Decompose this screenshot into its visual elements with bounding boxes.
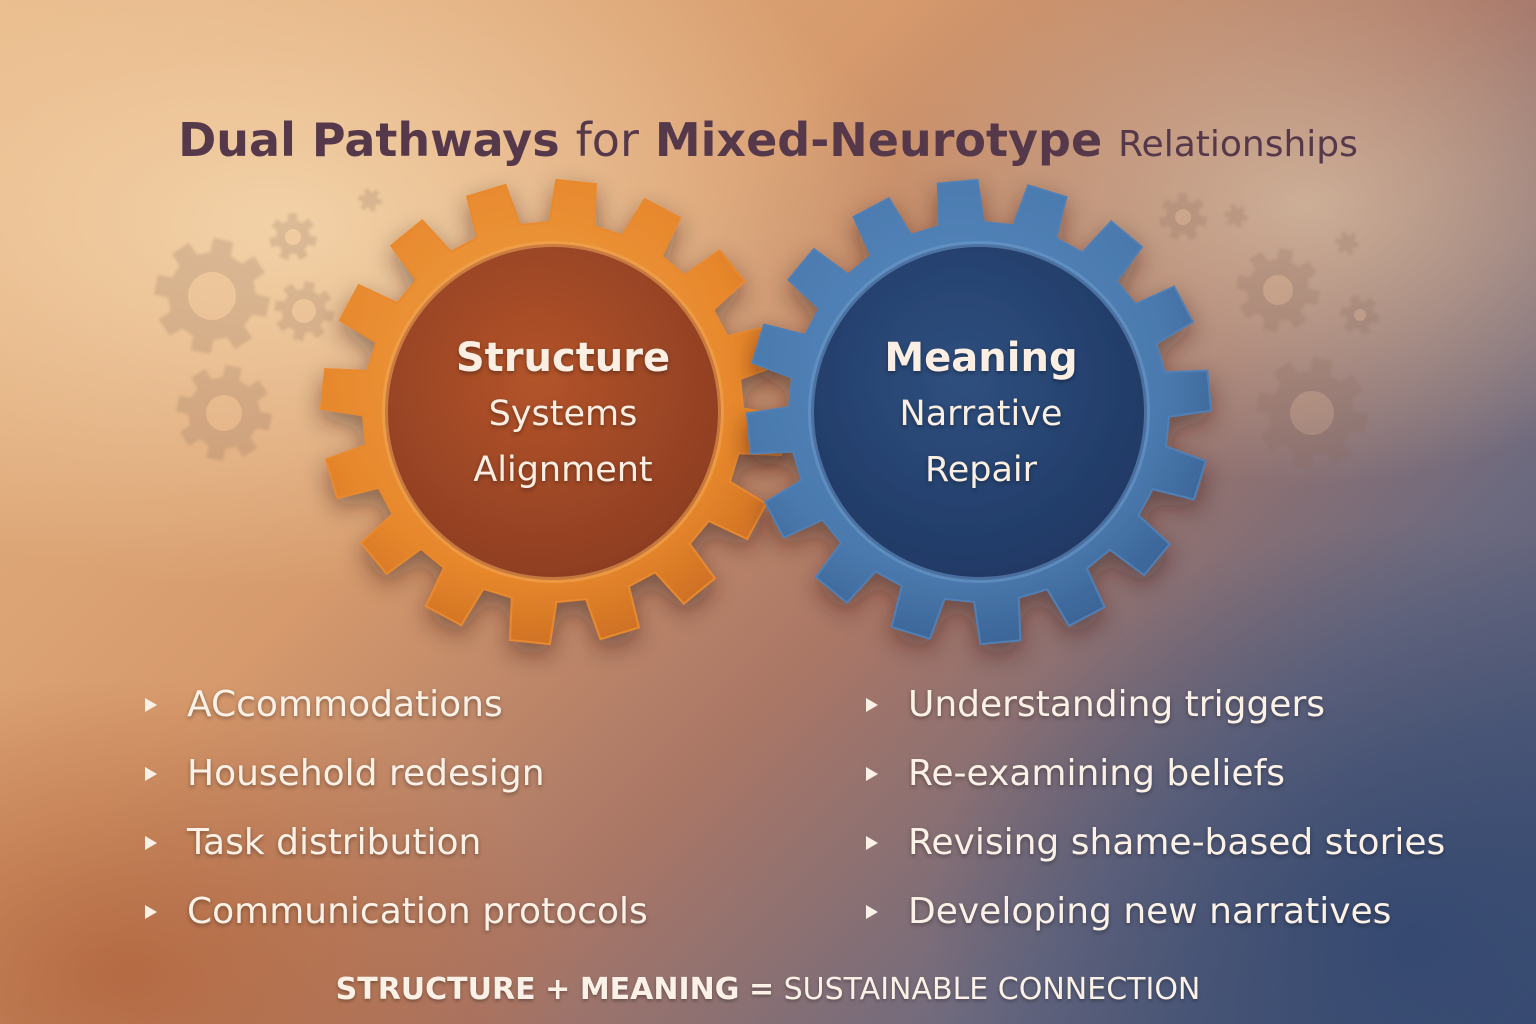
- structure-item: ACcommodations: [187, 684, 503, 725]
- structure-item: Communication protocols: [187, 891, 648, 932]
- bullet-icon: [145, 836, 157, 850]
- background-gear-icon: [358, 188, 382, 212]
- background-gear-icon: [1236, 248, 1320, 332]
- structure-line-1: Systems: [488, 394, 638, 434]
- list-item: Understanding triggers: [866, 670, 1445, 739]
- bullet-icon: [866, 905, 878, 919]
- meaning-list: Understanding triggers Re-examining beli…: [866, 670, 1445, 946]
- meaning-item: Re-examining beliefs: [908, 753, 1285, 794]
- list-item: Task distribution: [145, 808, 648, 877]
- structure-heading: Structure: [455, 335, 671, 381]
- background-gear-icon: [1159, 193, 1207, 241]
- background-gear-icon: [154, 238, 270, 354]
- background-gear-icons: [154, 188, 1380, 469]
- background-gear-icon: [1256, 357, 1368, 469]
- footer-equation: STRUCTURE + MEANING = SUSTAINABLE CONNEC…: [0, 972, 1536, 1007]
- list-item: Household redesign: [145, 739, 648, 808]
- meaning-item: Revising shame-based stories: [908, 822, 1446, 863]
- footer-equals: =: [748, 972, 775, 1007]
- meaning-line-2: Repair: [924, 450, 1038, 490]
- background-gear-icon: [176, 365, 272, 461]
- bullet-icon: [866, 836, 878, 850]
- meaning-item: Understanding triggers: [908, 684, 1326, 725]
- meaning-line-1: Narrative: [899, 394, 1063, 434]
- bullet-icon: [145, 905, 157, 919]
- title-part-3: Mixed-Neurotype: [654, 112, 1103, 167]
- title-part-2: for: [575, 112, 639, 167]
- list-item: Revising shame-based stories: [866, 808, 1445, 877]
- bullet-icon: [866, 767, 878, 781]
- bullet-icon: [145, 767, 157, 781]
- background-gear-icon: [1340, 295, 1380, 335]
- background-gear-icon: [269, 213, 317, 261]
- structure-line-2: Alignment: [473, 450, 653, 490]
- list-item: ACcommodations: [145, 670, 648, 739]
- footer-plus: +: [545, 972, 571, 1007]
- structure-gear-icon: [319, 178, 787, 646]
- page-title: Dual Pathways for Mixed-Neurotype Relati…: [0, 113, 1536, 167]
- structure-item: Task distribution: [187, 822, 482, 863]
- meaning-gear-label: Meaning Narrative Repair: [831, 330, 1131, 498]
- bullet-icon: [866, 698, 878, 712]
- meaning-item: Developing new narratives: [908, 891, 1392, 932]
- list-item: Communication protocols: [145, 877, 648, 946]
- list-item: Re-examining beliefs: [866, 739, 1445, 808]
- structure-list: ACcommodations Household redesign Task d…: [145, 670, 648, 946]
- meaning-gear-icon: [745, 178, 1213, 646]
- title-part-4: Relationships: [1118, 123, 1358, 165]
- footer-structure: STRUCTURE: [335, 972, 536, 1007]
- list-item: Developing new narratives: [866, 877, 1445, 946]
- meaning-heading: Meaning: [884, 335, 1078, 381]
- structure-gear-label: Structure Systems Alignment: [413, 330, 713, 498]
- footer-meaning: MEANING: [579, 972, 740, 1007]
- background-gear-icon: [274, 281, 334, 341]
- bullet-icon: [145, 698, 157, 712]
- structure-item: Household redesign: [187, 753, 545, 794]
- background-gear-icon: [1224, 204, 1248, 228]
- background-gear-icon: [1335, 231, 1359, 255]
- footer-result: SUSTAINABLE CONNECTION: [783, 972, 1201, 1007]
- title-part-1: Dual Pathways: [178, 112, 560, 167]
